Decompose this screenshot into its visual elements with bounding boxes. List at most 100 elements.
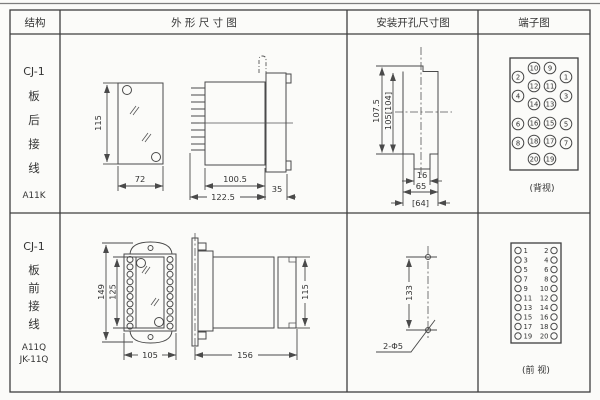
svg-text:14: 14 [530, 100, 539, 108]
dim-label-16: 16 [417, 170, 428, 180]
svg-text:20: 20 [540, 332, 549, 340]
hook-handle [258, 55, 267, 73]
row2-code2: JK-11Q [19, 355, 49, 365]
screw-hole [122, 85, 132, 95]
svg-text:3: 3 [524, 256, 528, 264]
header-structure: 结构 [25, 16, 46, 29]
svg-text:13: 13 [546, 100, 555, 108]
glass-hatch [129, 105, 152, 143]
svg-text:8: 8 [544, 275, 548, 283]
terminal-pins [191, 87, 205, 151]
terminal-screw-row-right [166, 256, 174, 330]
header-outline: 外 形 尺 寸 图 [171, 16, 237, 29]
row1-front-view: 115 72 [93, 82, 164, 191]
row2-model: CJ-1 [23, 240, 45, 253]
svg-text:16: 16 [540, 313, 549, 321]
svg-text:1: 1 [524, 247, 528, 255]
dim-label-107-5: 107.5 [371, 99, 381, 123]
row2-wiring-1: 板 [28, 263, 40, 277]
dim-label-115: 115 [93, 115, 103, 131]
row1-wiring-1: 板 [28, 89, 40, 103]
row2-view-label: (前 视) [522, 364, 550, 376]
row1-wiring-4: 线 [28, 161, 40, 175]
svg-text:2: 2 [544, 247, 548, 255]
header-terminal: 端子图 [518, 16, 550, 29]
svg-text:15: 15 [524, 313, 533, 321]
svg-text:17: 17 [546, 137, 555, 145]
row1-model: CJ-1 [23, 65, 45, 78]
row1-side-view: 100.5 122.5 35 [189, 55, 296, 202]
dim-label-115-side: 115 [300, 284, 310, 300]
screw-hole [136, 258, 146, 268]
svg-text:17: 17 [524, 323, 533, 331]
svg-text:4: 4 [516, 92, 520, 100]
svg-text:9: 9 [524, 285, 528, 293]
dim-label-105-104: 105[104] [383, 92, 393, 130]
row2-structure-cell: CJ-1 板 前 接 线 A11Q JK-11Q [19, 240, 49, 365]
svg-text:11: 11 [546, 82, 555, 90]
svg-text:11: 11 [524, 294, 533, 302]
svg-text:4: 4 [544, 256, 548, 264]
svg-text:6: 6 [544, 266, 548, 274]
mounting-hole [425, 327, 431, 333]
row2-mounting-view: 133 2-Φ5 [376, 246, 437, 353]
dim-label-35: 35 [272, 184, 283, 194]
row2-side-view: 115 156 [191, 233, 310, 360]
svg-text:2: 2 [516, 73, 520, 81]
dim-label-122-5: 122.5 [211, 192, 235, 202]
terminal-numbers: 2 4 6 8 10 12 14 16 18 20 9 11 13 15 17 … [516, 64, 568, 163]
row2-wiring-4: 线 [28, 317, 40, 331]
terminal-circles [511, 61, 573, 166]
row1-code: A11K [23, 191, 46, 201]
row2-wiring-3: 接 [28, 299, 40, 313]
hole-callout-label: 2-Φ5 [383, 341, 403, 351]
dim-label-105: 105 [142, 350, 158, 360]
svg-text:19: 19 [546, 155, 555, 163]
row1-wiring-3: 接 [28, 137, 40, 151]
dim-label-149: 149 [96, 284, 106, 300]
svg-text:18: 18 [530, 137, 539, 145]
glass-hatch [141, 265, 160, 307]
svg-text:9: 9 [548, 64, 552, 72]
svg-text:3: 3 [564, 92, 568, 100]
row2-front-view: 149 125 105 [96, 241, 177, 360]
svg-text:18: 18 [540, 323, 549, 331]
svg-text:7: 7 [564, 139, 568, 147]
terminal-circles [514, 246, 558, 340]
dim-label-125: 125 [108, 284, 118, 300]
mounting-ear-bottom [129, 330, 173, 344]
row1-terminal-view: 2 4 6 8 10 12 14 16 18 20 9 11 13 15 17 … [509, 57, 579, 194]
screw-hole [154, 317, 164, 327]
dim-label-133: 133 [404, 285, 414, 301]
svg-text:8: 8 [516, 139, 520, 147]
dim-label-64: [64] [412, 198, 429, 208]
svg-text:5: 5 [564, 120, 568, 128]
svg-text:16: 16 [530, 119, 539, 127]
svg-text:1: 1 [564, 73, 568, 81]
svg-text:5: 5 [524, 266, 528, 274]
screw-hole [151, 152, 161, 162]
svg-text:12: 12 [530, 82, 539, 90]
table-header: 结构 外 形 尺 寸 图 安装开孔尺寸图 端子图 [25, 16, 550, 29]
dim-label-100-5: 100.5 [223, 174, 247, 184]
svg-text:20: 20 [530, 155, 539, 163]
row1-structure-cell: CJ-1 板 后 接 线 A11K [23, 65, 46, 201]
header-mounting: 安装开孔尺寸图 [376, 16, 450, 29]
table-grid [9, 9, 591, 393]
svg-text:7: 7 [524, 275, 528, 283]
row1-mounting-view: 107.5 105[104] 16 65 [64] [371, 47, 452, 208]
row2-wiring-2: 前 [28, 281, 40, 295]
row1-wiring-2: 后 [28, 113, 40, 127]
dim-label-72: 72 [135, 174, 146, 184]
dim-label-156: 156 [237, 350, 253, 360]
terminal-screw-row-left [126, 256, 134, 330]
svg-text:13: 13 [524, 304, 533, 312]
mounting-hole [425, 254, 431, 260]
svg-text:19: 19 [524, 332, 533, 340]
svg-text:15: 15 [546, 119, 555, 127]
svg-text:14: 14 [540, 304, 549, 312]
